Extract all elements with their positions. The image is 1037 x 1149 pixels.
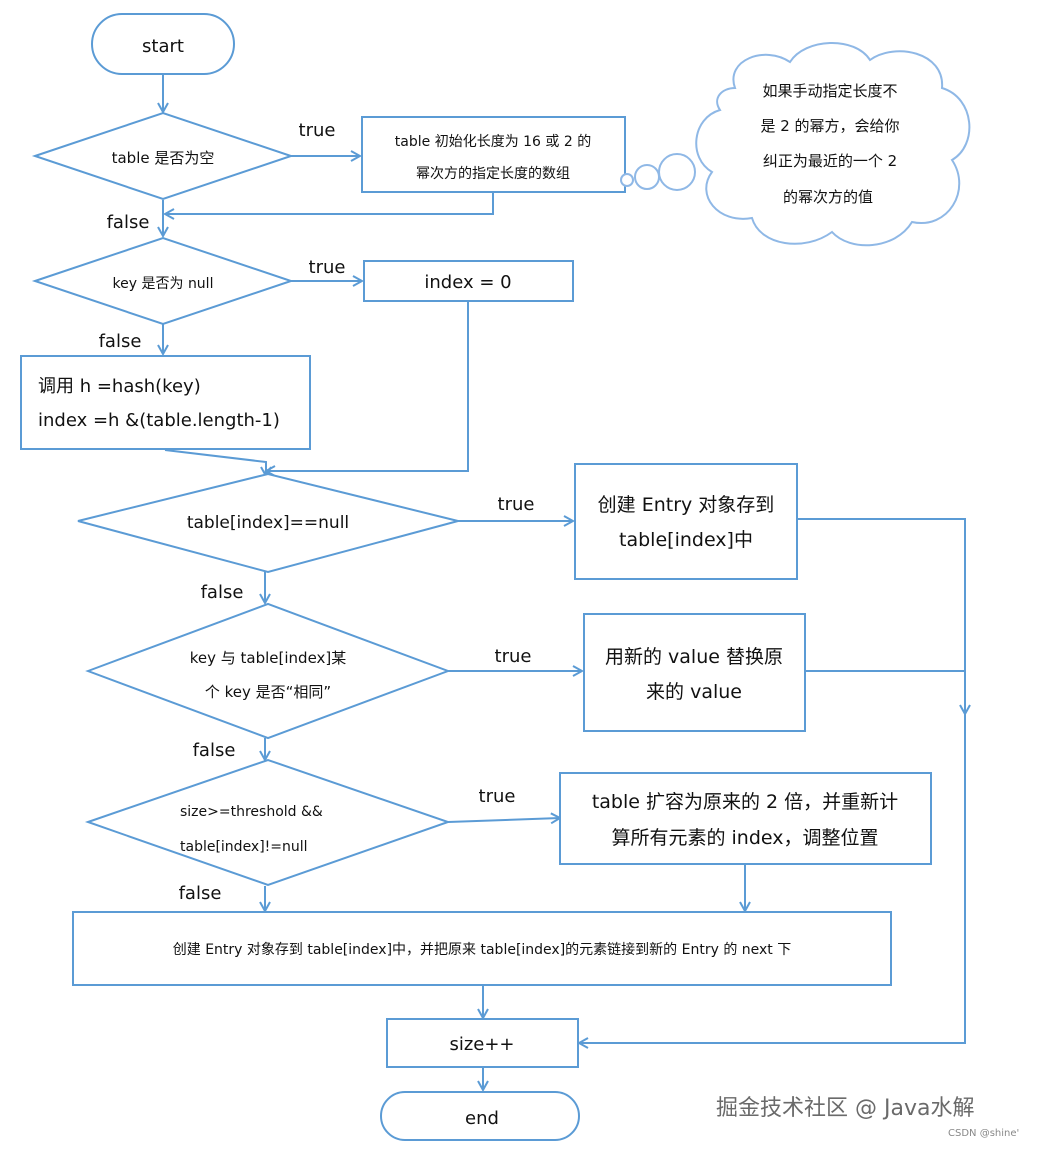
- cloud-line-2: 是 2 的幂方，会给你: [760, 117, 899, 135]
- false-label-key-null: false: [99, 331, 142, 352]
- cloud-bubble-large: [658, 153, 696, 191]
- size-increment-label: size++: [449, 1034, 514, 1055]
- watermark-main: 掘金技术社区 @ Java水解: [716, 1096, 975, 1121]
- link-entry-label: 创建 Entry 对象存到 table[index]中，并把原来 table[i…: [173, 941, 791, 958]
- end-terminal: end: [380, 1091, 580, 1141]
- table-empty-label: table 是否为空: [112, 149, 215, 167]
- resize-line-2: 算所有元素的 index，调整位置: [611, 827, 878, 849]
- slot-null-label: table[index]==null: [187, 513, 349, 533]
- true-label-table-empty: true: [299, 120, 336, 141]
- key-same-decision: key 与 table[index]某 个 key 是否“相同”: [85, 602, 451, 740]
- threshold-line-1: size>=threshold &&: [180, 804, 323, 820]
- key-same-line-2: 个 key 是否“相同”: [205, 683, 331, 701]
- true-label-slot-null: true: [498, 494, 535, 515]
- replace-value-process: 用新的 value 替换原 来的 value: [583, 613, 806, 732]
- index-zero-process: index = 0: [363, 260, 574, 302]
- true-label-key-null: true: [309, 257, 346, 278]
- end-label: end: [465, 1108, 499, 1129]
- create-entry-process: 创建 Entry 对象存到 table[index]中: [574, 463, 798, 580]
- true-label-threshold: true: [479, 786, 516, 807]
- threshold-line-2: table[index]!=null: [180, 839, 308, 855]
- cloud-shape: [695, 42, 971, 247]
- line-create-entry-to-right: [797, 518, 966, 700]
- watermark-small: CSDN @shine': [948, 1128, 1020, 1139]
- false-label-key-same: false: [193, 740, 236, 761]
- slot-null-decision: table[index]==null: [77, 472, 459, 574]
- replace-line-2: 来的 value: [646, 681, 742, 703]
- arrow-threshold-true: [447, 818, 560, 822]
- cloud-line-4: 的幂次方的值: [783, 188, 873, 206]
- key-null-decision: key 是否为 null: [31, 236, 295, 326]
- arrow-init-back-to-main: [165, 193, 494, 214]
- cloud-line-1: 如果手动指定长度不: [762, 82, 897, 100]
- false-label-slot-null: false: [201, 582, 244, 603]
- index-zero-label: index = 0: [424, 272, 511, 293]
- init-table-process: table 初始化长度为 16 或 2 的 幂次方的指定长度的数组: [361, 116, 626, 193]
- table-empty-decision: table 是否为空: [31, 111, 295, 201]
- cloud-bubble-small: [620, 173, 634, 187]
- arrow-right-to-size: [579, 714, 966, 1043]
- resize-line-1: table 扩容为原来的 2 倍，并重新计: [592, 791, 898, 813]
- start-label: start: [142, 36, 184, 57]
- create-entry-line-2: table[index]中: [619, 529, 753, 551]
- false-label-table-empty: false: [107, 212, 150, 233]
- resize-process: table 扩容为原来的 2 倍，并重新计 算所有元素的 index，调整位置: [559, 772, 932, 865]
- arrow-hash-to-merge: [164, 449, 266, 476]
- create-entry-line-1: 创建 Entry 对象存到: [598, 494, 775, 516]
- start-terminal: start: [91, 13, 235, 75]
- cloud-bubble-medium: [634, 164, 660, 190]
- true-label-key-same: true: [495, 646, 532, 667]
- hash-line-1: 调用 h =hash(key): [38, 376, 201, 397]
- false-label-threshold: false: [179, 883, 222, 904]
- key-same-line-1: key 与 table[index]某: [190, 649, 347, 667]
- threshold-decision: size>=threshold && table[index]!=null: [84, 758, 452, 887]
- init-table-line-1: table 初始化长度为 16 或 2 的: [395, 133, 591, 150]
- init-table-line-2: 幂次方的指定长度的数组: [416, 166, 570, 182]
- note-cloud: 如果手动指定长度不 是 2 的幂方，会给你 纠正为最近的一个 2 的幂次方的值: [620, 42, 971, 247]
- arrow-index-zero-to-merge: [266, 302, 469, 471]
- hash-process: 调用 h =hash(key) index =h &(table.length-…: [20, 355, 311, 450]
- key-null-label: key 是否为 null: [113, 276, 214, 292]
- cloud-line-3: 纠正为最近的一个 2: [763, 152, 897, 170]
- connectors: [163, 72, 965, 1090]
- hash-line-2: index =h &(table.length-1): [38, 410, 280, 431]
- size-increment-process: size++: [386, 1018, 579, 1068]
- replace-line-1: 用新的 value 替换原: [605, 646, 783, 668]
- link-entry-process: 创建 Entry 对象存到 table[index]中，并把原来 table[i…: [72, 911, 892, 986]
